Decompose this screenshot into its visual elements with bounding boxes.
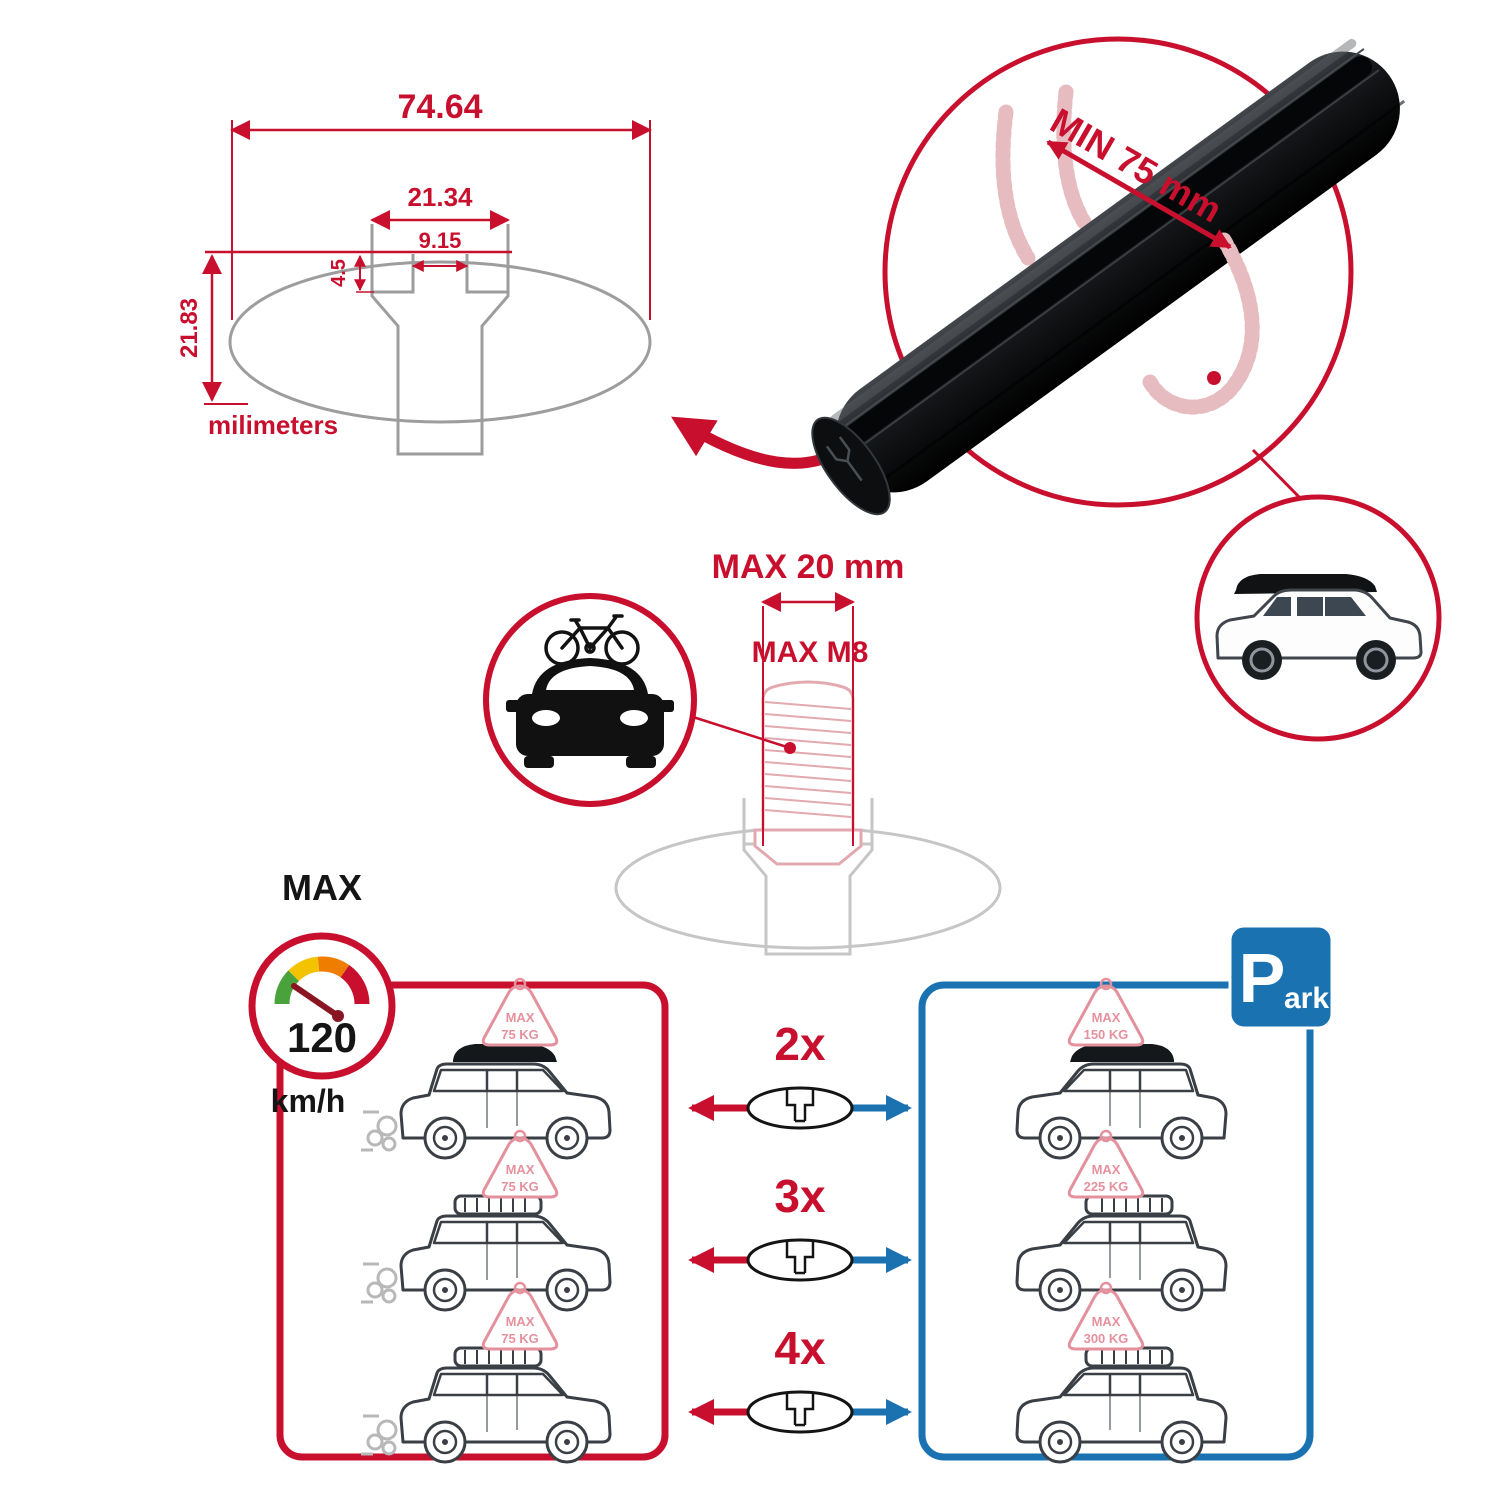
load-tag: MAX 150 KG — [1067, 977, 1145, 1047]
crossbar-profile-icon — [746, 1238, 854, 1282]
load-tag: MAX 75 KG — [481, 1281, 559, 1351]
fixing-point-dot — [1207, 371, 1221, 385]
roofbox-car-badge — [1194, 494, 1442, 742]
bolt-width-label: MAX 20 mm — [712, 548, 905, 586]
load-tag: MAX 75 KG — [481, 1129, 559, 1199]
svg-text:225 KG: 225 KG — [1084, 1179, 1129, 1194]
svg-text:75 KG: 75 KG — [501, 1331, 539, 1346]
load-tag: MAX 300 KG — [1067, 1281, 1145, 1351]
bar-count-label: 4x — [774, 1322, 826, 1374]
park-sign: P ark — [1228, 924, 1334, 1030]
units-label: milimeters — [208, 410, 338, 440]
ubolt-leg-left — [995, 104, 1036, 266]
svg-text:75 KG: 75 KG — [501, 1179, 539, 1194]
svg-text:150 KG: 150 KG — [1084, 1027, 1129, 1042]
needle — [291, 983, 341, 1019]
park-rest: ark — [1284, 982, 1329, 1015]
bolt-thread-label: MAX M8 — [752, 636, 869, 669]
speed-value: 120 — [287, 1014, 357, 1061]
multiplier-row-4x: 4x — [688, 1322, 912, 1434]
driving-cars: MAX 75 KG MAX 75 KG MAX 75 KG — [359, 977, 612, 1464]
parked-cars: MAX 150 KG MAX 225 KG MAX 300 KG — [1015, 977, 1228, 1464]
speed-max-label: MAX — [282, 867, 362, 908]
svg-text:MAX: MAX — [506, 1162, 535, 1177]
speed-unit: km/h — [271, 1083, 346, 1119]
dim-lip-depth-label: 4.5 — [328, 259, 350, 287]
load-tag: MAX 75 KG — [481, 977, 559, 1047]
dimension-diagram: 74.64 21.34 9.15 4.5 21.83 milimeters — [176, 88, 652, 456]
speed-limit-badge: MAX 120 km/h — [248, 867, 396, 1119]
bolt-diagram: MAX 20 mm MAX M8 — [614, 548, 1002, 956]
crossbar-profile-icon — [746, 1390, 854, 1434]
park-letter: P — [1239, 939, 1286, 1017]
bar-count-label: 3x — [774, 1170, 826, 1222]
bar-section-ellipse — [228, 260, 652, 424]
speedometer-icon: 120 — [248, 932, 396, 1080]
t-slot-lips — [372, 254, 508, 294]
svg-text:MAX: MAX — [1092, 1010, 1121, 1025]
svg-text:75 KG: 75 KG — [501, 1027, 539, 1042]
suv-with-roofbox-icon — [1215, 574, 1423, 680]
bike-car-badge — [483, 593, 697, 807]
bolt-threads — [764, 701, 852, 818]
svg-text:MAX: MAX — [1092, 1314, 1121, 1329]
ubolt-lower-curve — [1142, 232, 1260, 415]
crossbar-profile-icon — [746, 1086, 854, 1130]
multiplier-row-2x: 2x — [688, 1018, 912, 1130]
svg-text:MAX: MAX — [506, 1010, 535, 1025]
dim-total-width-label: 74.64 — [397, 88, 482, 126]
bolt-point-dot — [784, 742, 796, 754]
min-span-arrow — [1046, 139, 1232, 250]
svg-text:MAX: MAX — [1092, 1162, 1121, 1177]
bolt-leader-line — [692, 715, 788, 749]
ghost-profile — [742, 798, 874, 956]
dim-slot-outer-label: 21.34 — [407, 182, 473, 212]
bolt-head — [753, 828, 863, 866]
multiplier-rows: 2x 3x 4x — [688, 1018, 912, 1434]
load-tag: MAX 225 KG — [1067, 1129, 1145, 1199]
dim-slot-inner-label: 9.15 — [419, 228, 462, 253]
svg-text:MAX: MAX — [506, 1314, 535, 1329]
badge-connector-line — [1251, 448, 1306, 504]
dim-total-height-label: 21.83 — [176, 298, 203, 358]
crossbar-render: MIN 75 mm — [811, 36, 1406, 516]
t-slot-profile — [370, 224, 510, 456]
car-front-icon — [506, 658, 674, 768]
bar-count-label: 2x — [774, 1018, 826, 1070]
svg-text:300 KG: 300 KG — [1084, 1331, 1129, 1346]
multiplier-row-3x: 3x — [688, 1170, 912, 1282]
